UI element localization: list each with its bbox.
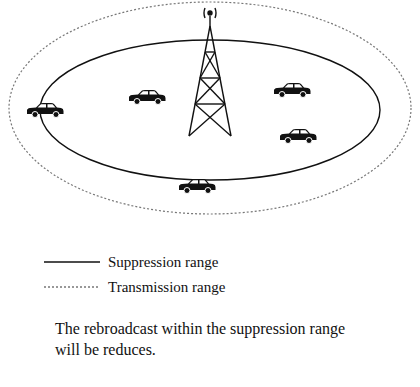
legend-text: Transmission range [108, 278, 225, 296]
caption-text: The rebroadcast within the suppression r… [55, 318, 347, 360]
legend-dotted-sample [44, 286, 100, 287]
tower-symbol [189, 8, 231, 136]
legend-text: Suppression range [108, 253, 218, 271]
legend-solid-sample [44, 261, 100, 262]
suppression-range [40, 40, 380, 180]
transmission-range [9, 2, 411, 214]
vehicles [27, 83, 317, 194]
